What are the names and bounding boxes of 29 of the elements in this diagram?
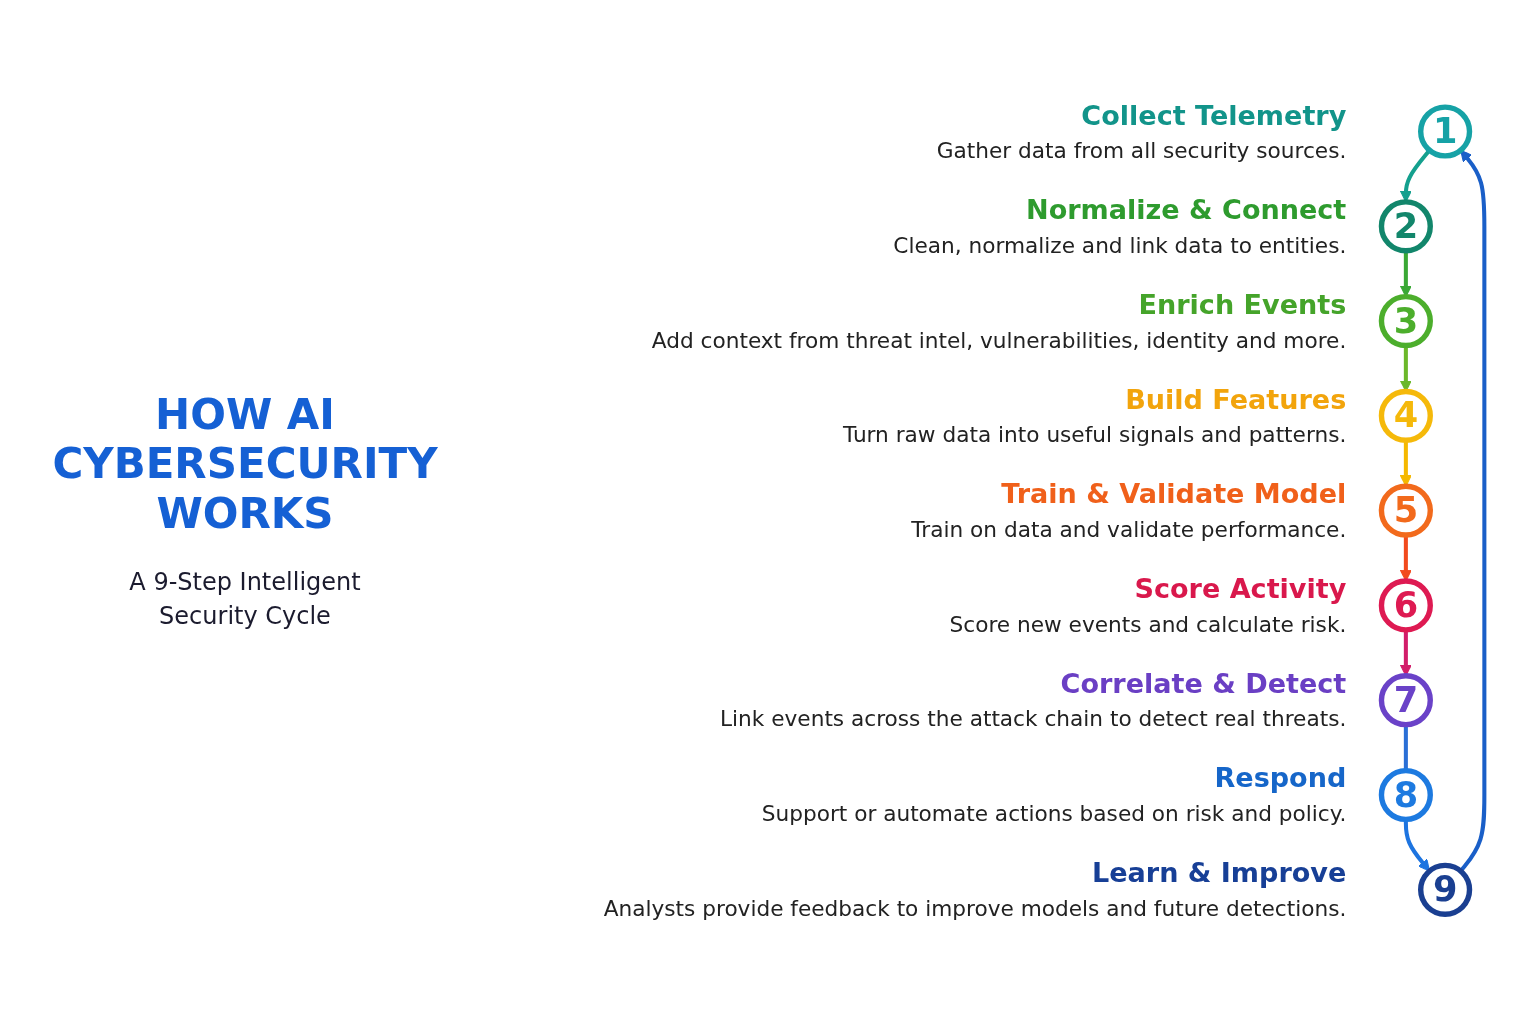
step-title: Learn & Improve: [1091, 855, 1347, 891]
step-description: Support or automate actions based on risk and policy.: [761, 800, 1347, 829]
diagram-title: HOW AI CYBERSECURITY WORKS: [51, 389, 439, 539]
step-description: Train on data and validate performance.: [911, 515, 1347, 545]
diagram-subtitle: A 9-Step Intelligent Security Cycle: [128, 566, 362, 633]
step-title: Train & Validate Model: [1001, 476, 1347, 512]
step-title: Collect Telemetry: [1081, 97, 1347, 133]
step-description: Clean, normalize and link data to entities.: [893, 231, 1347, 261]
node-circle: 9: [1418, 862, 1473, 917]
node-circle: 6: [1378, 578, 1433, 633]
step-title: Build Features: [1125, 381, 1347, 417]
step-title: Correlate & Detect: [1060, 666, 1347, 701]
step-description: Turn raw data into useful signals and patterns.: [842, 420, 1347, 450]
step-description: Add context from threat intel, vulnerabilities, identity and more.: [651, 326, 1347, 355]
step-description: Analysts provide feedback to improve models and future detections.: [603, 894, 1347, 924]
step-title: Respond: [1214, 760, 1347, 796]
step-title: Normalize & Connect: [1026, 192, 1347, 227]
node-circle: 4: [1378, 388, 1433, 443]
node-circle: 5: [1378, 483, 1433, 538]
node-circle: 3: [1378, 293, 1433, 349]
node-circle: 8: [1378, 767, 1433, 823]
step-description: Link events across the attack chain to detect real threats.: [720, 705, 1347, 734]
step-description: Gather data from all security sources.: [936, 136, 1347, 166]
node-circle: 2: [1378, 199, 1433, 254]
step-title: Enrich Events: [1138, 286, 1347, 322]
step-title: Score Activity: [1134, 571, 1347, 607]
node-circle: 1: [1418, 104, 1473, 159]
node-circle: 7: [1378, 673, 1433, 728]
step-description: Score new events and calculate risk.: [949, 610, 1347, 640]
